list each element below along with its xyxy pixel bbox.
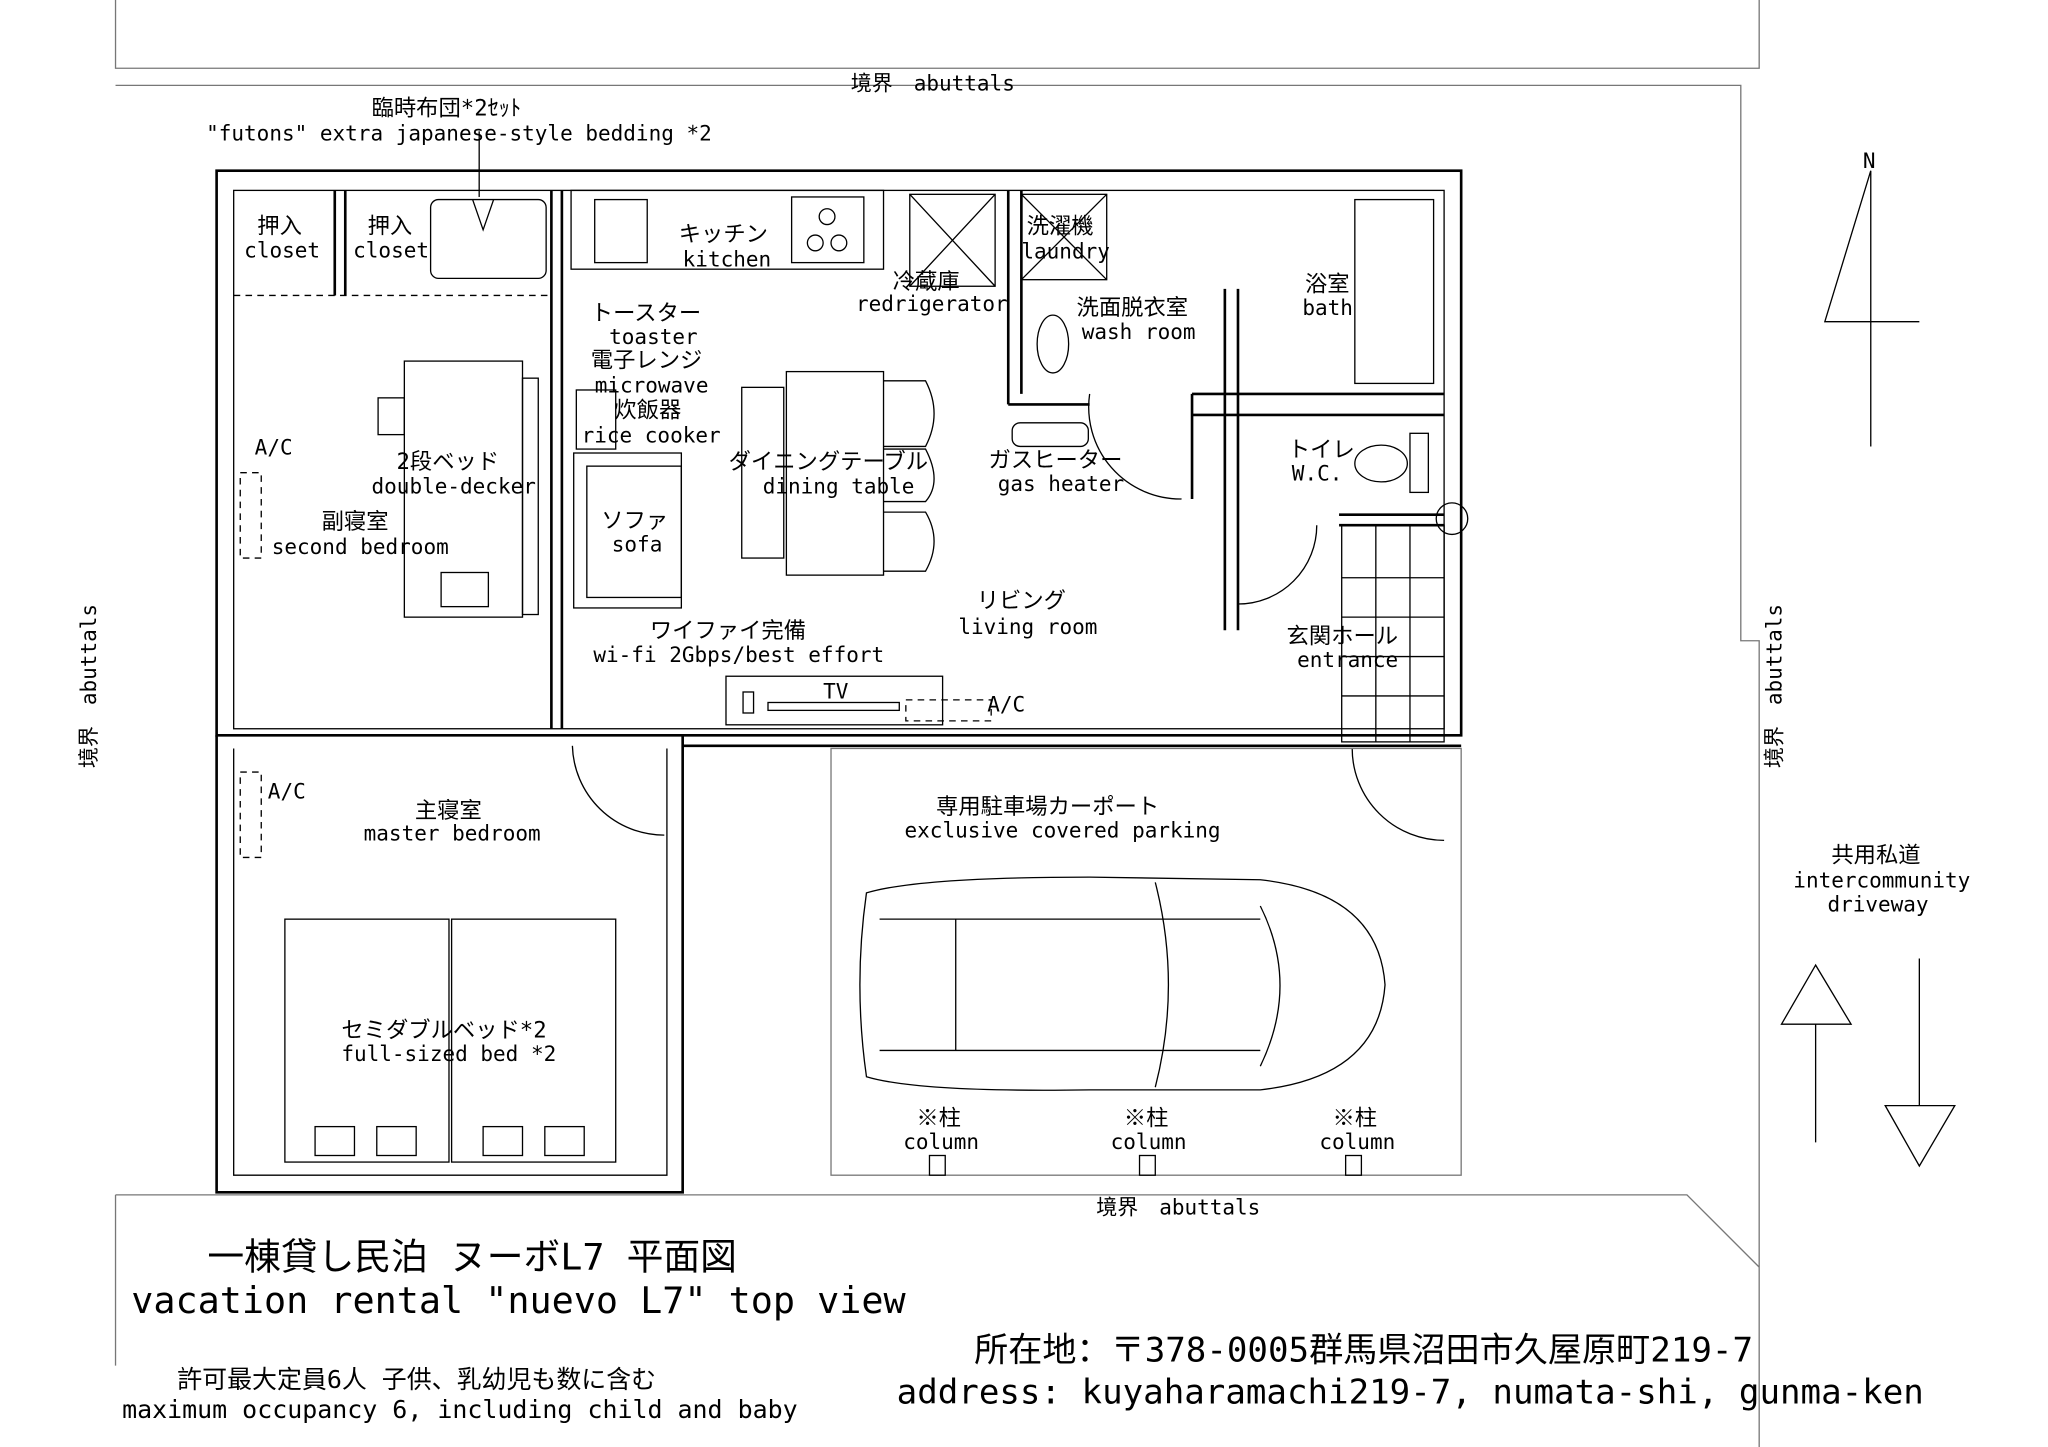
driveway-arrows-icon [1780,958,1956,1168]
toaster-jp: トースター [591,300,701,326]
north-arrow-icon [1823,170,1920,447]
column-1-jp: ※柱 [916,1105,961,1131]
column-1-en: column [903,1130,979,1154]
closet1-en: closet [244,238,320,262]
washroom-jp: 洗面脱衣室 [1077,295,1189,321]
fridge-en: redrigerator [856,292,1008,316]
wifi-en: wi-fi 2Gbps/best effort [593,643,884,667]
tv-label: TV [823,680,849,704]
microwave-jp: 電子レンジ [591,348,703,374]
site-boundary [114,0,1760,1447]
ac-label-1: A/C [255,435,293,459]
wc-en: W.C. [1292,462,1343,486]
sofa-en: sofa [612,532,663,556]
column-2-en: column [1111,1130,1187,1154]
beds-jp: セミダブルベッド*2 [341,1017,546,1043]
north-label: N [1863,149,1876,173]
dining-jp: ダイニングテーブル [729,449,928,475]
boundary-bottom-label: 境界 abuttals [1096,1196,1260,1220]
wifi-jp: ワイファイ完備 [650,618,806,644]
driveway-en-2: driveway [1827,892,1928,916]
futons-label-jp: 臨時布団*2ｾｯﾄ [372,96,522,122]
laundry-en: laundry [1021,240,1110,264]
wc-jp: トイレ [1288,437,1355,463]
entrance-jp: 玄関ホール [1287,623,1399,649]
closet1-jp: 押入 [257,214,302,240]
gas-heater-en: gas heater [998,472,1124,496]
second-bedroom-jp: 副寝室 [322,509,389,535]
boundary-right-label: 境界 abuttals [1762,604,1786,768]
column-3-jp: ※柱 [1333,1105,1378,1131]
bath-jp: 浴室 [1305,271,1350,297]
ricecooker-en: rice cooker [582,424,721,448]
living-en: living room [958,615,1097,639]
title-jp: 一棟貸し民泊 ヌーボL7 平面図 [207,1236,736,1279]
column-2-jp: ※柱 [1124,1105,1169,1131]
entrance-en: entrance [1297,648,1398,672]
living-jp: リビング [977,588,1066,614]
car-icon [859,876,1386,1091]
address-en: address: kuyaharamachi219-7, numata-shi,… [897,1373,1924,1413]
toaster-en: toaster [609,325,698,349]
parking-en: exclusive covered parking [905,819,1221,843]
master-bedroom-en: master bedroom [364,821,541,845]
dining-en: dining table [763,475,915,499]
kitchen-jp: キッチン [679,222,768,248]
gas-heater-jp: ガスヒーター [989,447,1123,473]
boundary-top-label: 境界 abuttals [851,72,1015,96]
fridge-jp: 冷蔵庫 [893,269,960,295]
driveway-jp: 共用私道 [1831,843,1920,869]
ac-label-3: A/C [987,693,1025,717]
washroom-en: wash room [1082,320,1196,344]
futons-label-en: "futons" extra japanese-style bedding *2 [206,121,712,145]
sofa-jp: ソファ [601,508,668,534]
ricecooker-jp: 炊飯器 [614,398,681,424]
column-3-en: column [1319,1130,1395,1154]
closet2-jp: 押入 [368,214,413,240]
boundary-left-label: 境界 abuttals [77,604,101,768]
bunk-jp: 2段ベッド [396,449,499,475]
occupancy-en: maximum occupancy 6, including child and… [122,1395,798,1424]
address-jp: 所在地：〒378-0005群馬県沼田市久屋原町219-7 [974,1331,1753,1371]
ac-label-2: A/C [268,779,306,803]
microwave-en: microwave [595,374,709,398]
parking-jp: 専用駐車場カーポート [936,794,1159,820]
kitchen-en: kitchen [683,248,772,272]
second-bedroom-en: second bedroom [272,535,449,559]
master-bedroom-jp: 主寝室 [415,798,482,824]
closet2-en: closet [353,238,429,262]
beds-en: full-sized bed *2 [341,1042,556,1066]
title-en: vacation rental "nuevo L7" top view [131,1279,906,1322]
bunk-en: double-decker [372,475,536,499]
bath-en: bath [1302,296,1353,320]
occupancy-jp: 許可最大定員6人 子供、乳幼児も数に含む [177,1365,656,1394]
laundry-jp: 洗濯機 [1027,214,1094,240]
furniture [239,131,1435,1176]
driveway-en-1: intercommunity [1793,869,1970,893]
